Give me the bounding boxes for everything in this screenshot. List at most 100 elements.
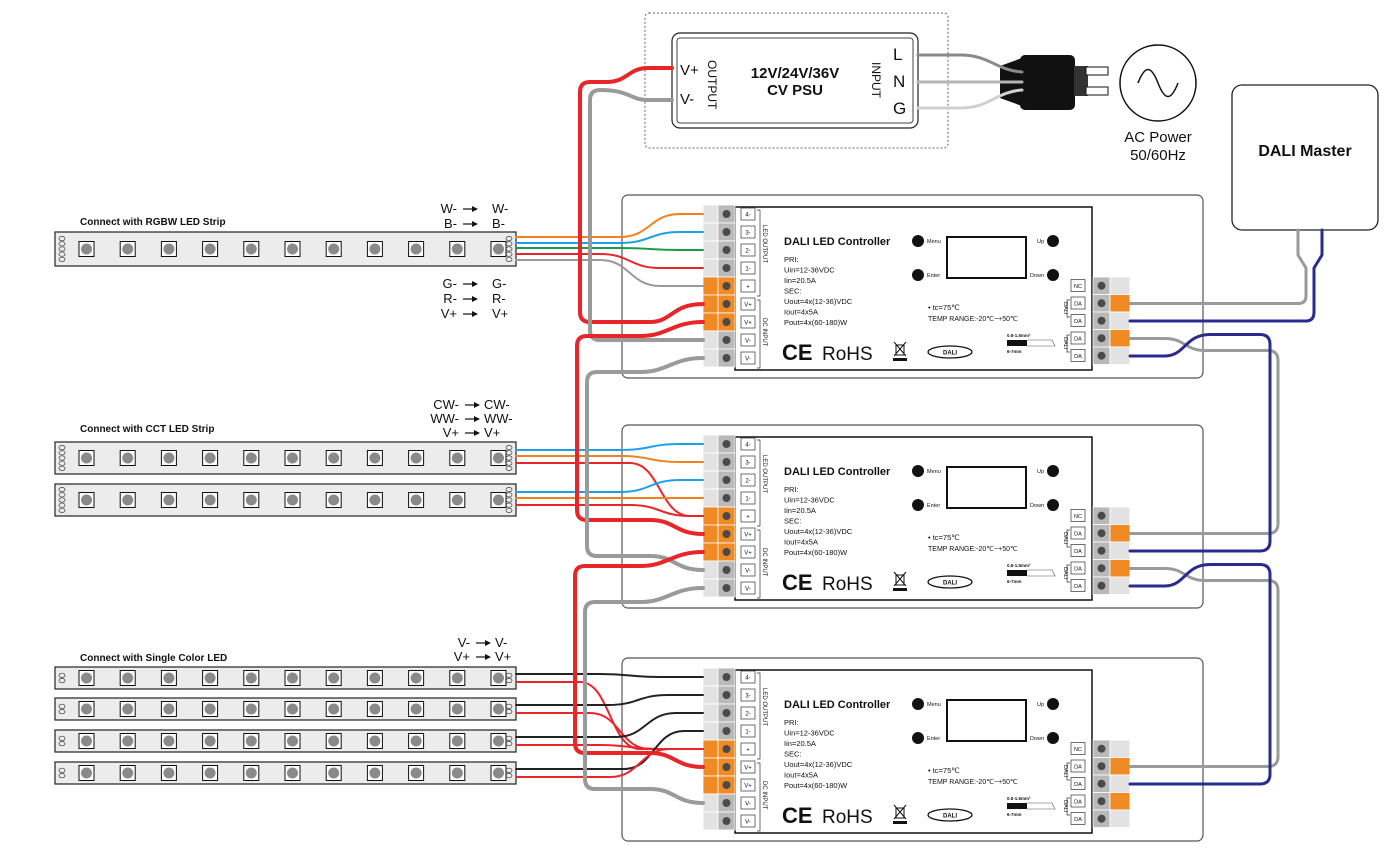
dali-chain-wire <box>1128 567 1280 768</box>
led-lens <box>493 735 504 747</box>
down-button[interactable] <box>1047 269 1059 281</box>
terminal-label-box <box>1070 794 1086 808</box>
single-color-strip-1 <box>54 666 517 690</box>
up-button[interactable] <box>1047 235 1059 247</box>
spec-line: PRI: <box>784 718 799 727</box>
menu-button[interactable] <box>912 465 924 477</box>
led-wire <box>515 213 704 238</box>
up-button[interactable] <box>1047 465 1059 477</box>
psu-l: L <box>893 45 902 64</box>
led-output-label: LED OUTPUT <box>761 225 767 263</box>
dali-label: DALI <box>1062 337 1068 350</box>
terminal-screw <box>1097 351 1106 360</box>
arrow-head-icon <box>472 281 478 287</box>
psu-title: 12V/24V/36V <box>751 65 839 82</box>
terminal-label: V+ <box>744 766 752 772</box>
cct-led-strip-1 <box>54 441 517 475</box>
solder-pad <box>58 741 66 747</box>
terminal-cell <box>702 667 719 687</box>
terminal-label-box <box>740 796 756 810</box>
controller-panel <box>734 669 1093 834</box>
terminal-cell <box>1109 506 1131 525</box>
rgbw-map-to: R- <box>492 291 506 306</box>
single-color-strip-3 <box>54 729 517 753</box>
terminal-label-box <box>1070 579 1086 592</box>
solder-pad <box>505 256 513 262</box>
tc-label: • tc=75℃ <box>928 303 960 312</box>
menu-label: Menu <box>927 469 941 475</box>
terminal-label: 3- <box>745 461 750 467</box>
solder-pad <box>505 465 513 471</box>
led-wire <box>515 443 704 451</box>
terminal-screw <box>722 781 731 789</box>
spec-line: Iout=4x5A <box>784 538 818 547</box>
terminal-label: 1- <box>745 267 750 273</box>
led-lens <box>451 672 463 684</box>
led-wire <box>515 504 704 517</box>
bracket <box>757 762 761 832</box>
rgbw-map-from: G- <box>443 276 457 291</box>
spec-line: Pout=4x(60-180)W <box>784 318 848 327</box>
menu-button[interactable] <box>912 698 924 710</box>
cct-strip-label: Connect with CCT LED Strip <box>80 424 214 435</box>
terminal-cell <box>1109 346 1131 365</box>
up-button[interactable] <box>1047 698 1059 710</box>
terminal-screw <box>722 458 731 466</box>
terminal-label: V- <box>745 339 751 345</box>
terminal-label: 4- <box>745 676 750 682</box>
led-lens <box>493 452 504 464</box>
led-lens <box>287 243 298 255</box>
power-chain-negative <box>583 586 705 805</box>
terminal-screw <box>722 709 731 717</box>
led-lens <box>410 243 422 255</box>
enter-button[interactable] <box>912 499 924 511</box>
terminal-screw <box>1097 511 1106 520</box>
terminal-label-box <box>740 563 756 577</box>
led-lens <box>328 703 340 715</box>
led-lens <box>204 452 216 464</box>
terminal-label-box <box>1070 561 1086 575</box>
wire-strip-icon <box>1007 803 1027 809</box>
terminal-label: V- <box>745 587 751 593</box>
down-button[interactable] <box>1047 732 1059 744</box>
terminal-screw <box>722 745 731 753</box>
terminal-screw <box>722 318 731 326</box>
led-wire <box>515 730 704 770</box>
spec-line: PRI: <box>784 255 799 264</box>
led-wire <box>515 712 704 738</box>
wire-gauge-label: 0.5-1.5mm² <box>1007 563 1031 568</box>
led-lens <box>81 735 92 747</box>
terminal-cell <box>702 739 719 759</box>
psu-output-label: OUTPUT <box>705 60 719 110</box>
terminal-cell <box>702 703 719 723</box>
enter-button[interactable] <box>912 269 924 281</box>
led-lens <box>493 703 504 715</box>
terminal-label-box <box>740 527 756 541</box>
dali-label: DALI <box>1062 567 1068 580</box>
dali-label: DALI <box>1062 800 1068 813</box>
led-lens <box>287 452 298 464</box>
terminal-screw <box>1097 316 1106 325</box>
terminal-label-box <box>740 333 756 347</box>
enter-button[interactable] <box>912 732 924 744</box>
menu-button[interactable] <box>912 235 924 247</box>
controller-title: DALI LED Controller <box>784 236 891 248</box>
terminal-screw <box>1097 529 1106 538</box>
led-lens <box>410 767 422 779</box>
bracket <box>1066 797 1070 816</box>
bracket <box>1066 762 1070 781</box>
solder-pad <box>58 502 66 508</box>
led-lens <box>451 452 463 464</box>
terminal-label: + <box>746 515 750 521</box>
solder-pad <box>58 236 66 242</box>
down-button[interactable] <box>1047 499 1059 511</box>
terminal-label: + <box>746 748 750 754</box>
terminal-screw <box>722 763 731 771</box>
up-label: Up <box>1037 239 1044 245</box>
led-lens <box>369 672 381 684</box>
bracket <box>1066 334 1070 353</box>
rgbw-map-from: B- <box>444 216 457 231</box>
terminal-cell <box>1109 294 1131 313</box>
terminal-label: DA <box>1074 354 1082 360</box>
